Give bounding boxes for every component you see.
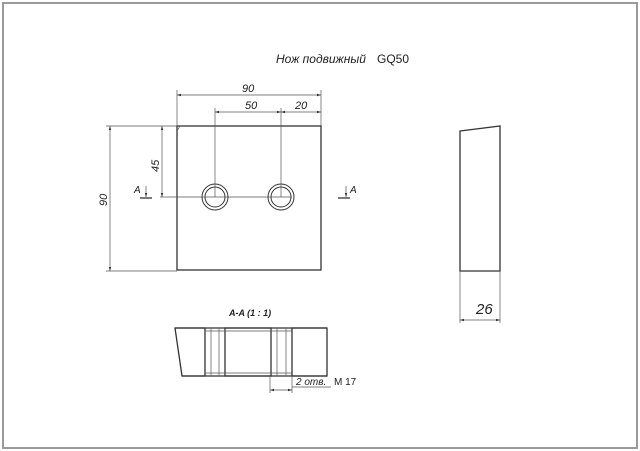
dim-height-total: 90 — [98, 193, 110, 206]
side-view: 26 — [459, 125, 501, 323]
hole-note-count: 2 отв. — [295, 377, 326, 388]
front-view: 90 50 20 90 45 A A — [98, 83, 357, 272]
part-model: GQ50 — [377, 52, 409, 66]
dim-hole-height: 45 — [150, 159, 162, 172]
section-label: A-A (1 : 1) — [228, 308, 271, 318]
dim-hole-spacing: 50 — [245, 100, 258, 112]
part-name: Нож подвижный — [276, 52, 366, 66]
dim-thickness: 26 — [475, 301, 493, 318]
hole-note-thread: М 17 — [334, 377, 357, 388]
section-view: A-A (1 : 1) 2 отв. М 17 — [174, 308, 357, 393]
side-outline — [459, 125, 501, 272]
dim-width-total: 90 — [242, 83, 255, 95]
section-mark-left: A — [133, 185, 141, 196]
dim-hole-edge: 20 — [294, 100, 308, 112]
section-mark-right: A — [349, 185, 357, 196]
plate-outline — [176, 125, 322, 271]
